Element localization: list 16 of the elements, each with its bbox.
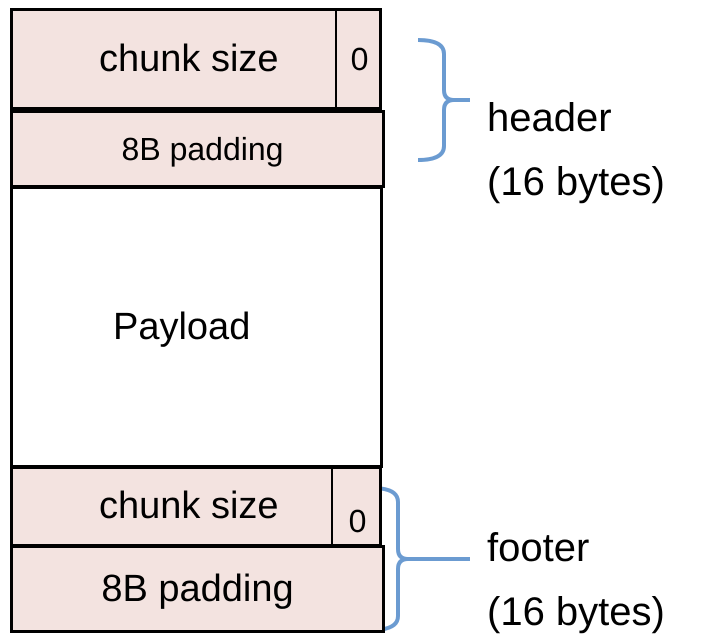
memory-field	[10, 8, 382, 110]
memory-field	[10, 186, 383, 468]
field-label: 0	[348, 503, 366, 540]
memory-field	[10, 466, 382, 547]
field-label: Payload	[113, 306, 250, 348]
annotation-label: (16 bytes)	[487, 160, 665, 205]
field-label: chunk size	[99, 485, 279, 528]
field-label: 8B padding	[101, 568, 294, 610]
annotation-label: header	[487, 96, 612, 141]
memory-field	[10, 110, 385, 188]
field-label: 0	[350, 40, 368, 78]
annotation-label: (16 bytes)	[487, 590, 665, 635]
field-label: 8B padding	[122, 130, 284, 168]
field-label: chunk size	[99, 38, 279, 80]
memory-field	[10, 545, 385, 633]
annotation-label: footer	[487, 526, 590, 571]
